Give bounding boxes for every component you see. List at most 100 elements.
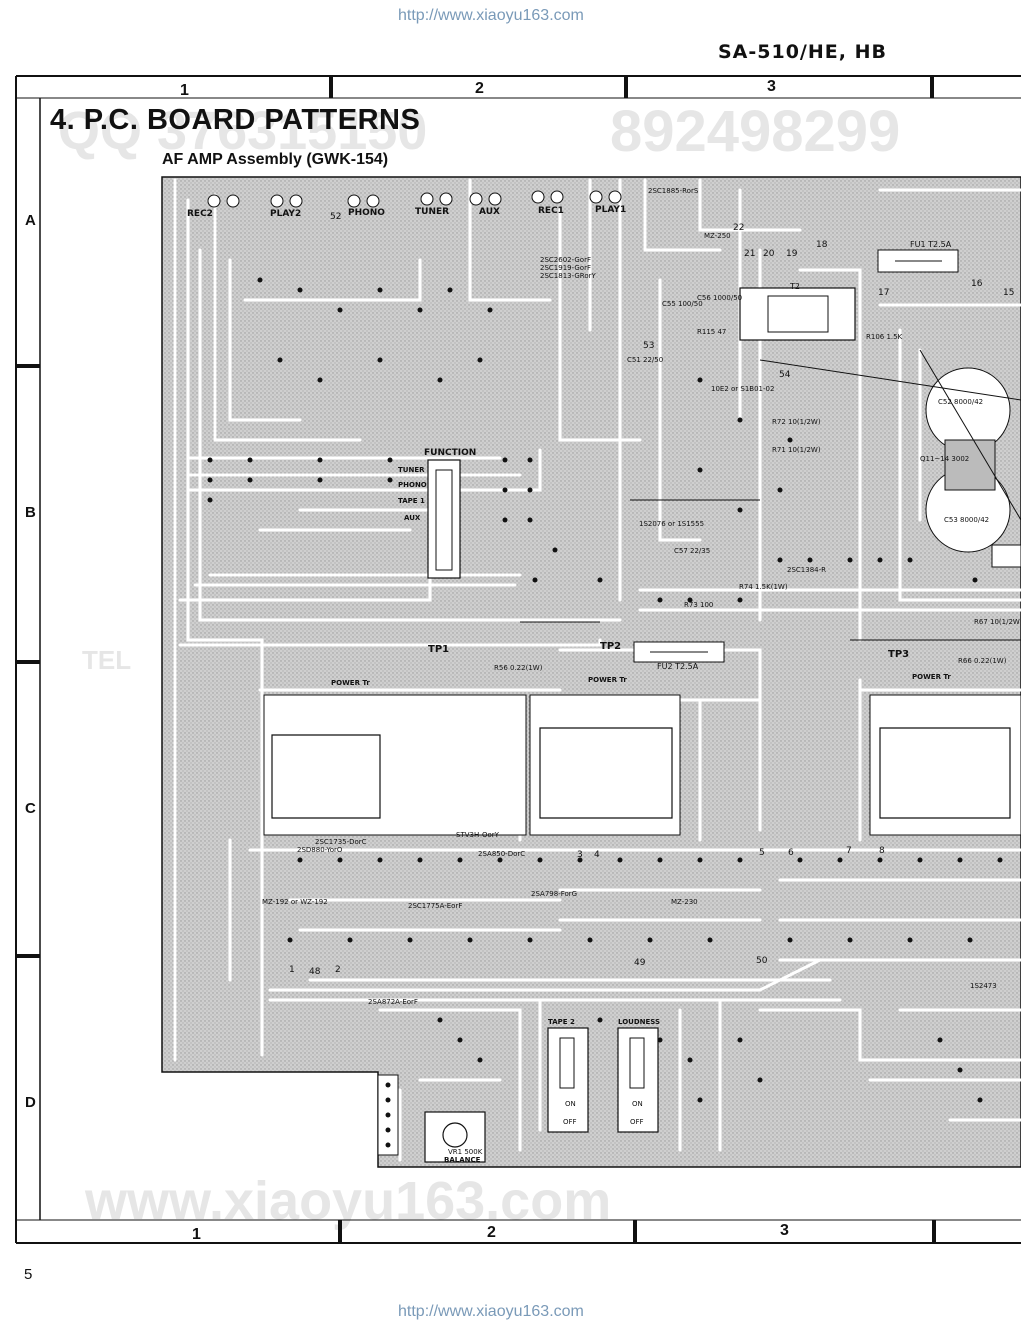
transistor-2sd880: 2SD880-YorO xyxy=(297,846,343,854)
test-point-tp3: TP3 xyxy=(888,649,910,660)
column-label-3: 3 xyxy=(767,78,776,95)
page-number: 5 xyxy=(24,1266,33,1283)
diode-10e2: 10E2 or S1B01-02 xyxy=(711,385,775,393)
diode-mz230: MZ-230 xyxy=(671,898,698,906)
terminal-1: 1 xyxy=(289,965,295,975)
cap-c56: C56 1000/50 xyxy=(697,294,743,302)
terminal-5: 5 xyxy=(759,848,765,858)
jack-label-phono: PHONO xyxy=(348,208,385,218)
watermark-phone: 892498299 xyxy=(610,99,901,164)
resistor-r71: R71 10(1/2W) xyxy=(772,446,821,454)
source-url-top[interactable]: http://www.xiaoyu163.com xyxy=(398,7,584,24)
row-label-d: D xyxy=(25,1094,36,1111)
terminal-16: 16 xyxy=(971,279,983,289)
jack-label-rec1: REC1 xyxy=(538,206,564,216)
terminal-54: 54 xyxy=(779,370,791,380)
switch-tape2-off: OFF xyxy=(563,1118,577,1126)
transistor-2sa850: 2SA850-DorC xyxy=(478,850,526,858)
jack-label-play1: PLAY1 xyxy=(595,205,627,215)
jack-label-tuner: TUNER xyxy=(415,207,450,217)
test-point-tp2: TP2 xyxy=(600,641,622,652)
function-pos-phono: PHONO xyxy=(398,481,427,489)
resistor-r115: R115 47 xyxy=(697,328,727,336)
terminal-2: 2 xyxy=(335,965,341,975)
diode-1s2473: 1S2473 xyxy=(970,982,997,990)
cap-c51: C51 22/50 xyxy=(627,356,664,364)
transistor-2sc2602: 2SC2602-GorF xyxy=(540,256,591,264)
terminal-49: 49 xyxy=(634,958,646,968)
cap-c53: C53 8000/42 xyxy=(944,516,990,524)
diode-1s2076: 1S2076 or 1S1555 xyxy=(639,520,705,528)
terminal-53: 53 xyxy=(643,341,655,351)
terminal-22: 22 xyxy=(733,223,745,233)
resistor-r106: R106 1.5K xyxy=(866,333,903,341)
transistor-2sc1885: 2SC1885-RorS xyxy=(648,187,699,195)
section-subtitle: AF AMP Assembly (GWK-154) xyxy=(162,151,389,168)
switch-loudness-label: LOUDNESS xyxy=(618,1018,661,1026)
column-label-2-bottom: 2 xyxy=(487,1224,496,1241)
power-tr-label-2: POWER Tr xyxy=(588,676,627,684)
diode-stv3h: STV3H-OorY xyxy=(456,831,499,839)
source-url-bottom[interactable]: http://www.xiaoyu163.com xyxy=(398,1303,584,1320)
jack-label-aux: AUX xyxy=(479,207,500,217)
terminal-18: 18 xyxy=(816,240,828,250)
transistor-2sa872a: 2SA872A-EorF xyxy=(368,998,418,1006)
test-point-tp1: TP1 xyxy=(428,644,450,655)
switch-loudness-on: ON xyxy=(632,1100,643,1108)
resistor-r72: R72 10(1/2W) xyxy=(772,418,821,426)
terminal-7: 7 xyxy=(846,846,852,856)
row-label-b: B xyxy=(25,504,36,521)
function-switch-title: FUNCTION xyxy=(424,448,477,458)
terminal-4: 4 xyxy=(594,850,600,860)
switch-tape2-on: ON xyxy=(565,1100,576,1108)
terminal-20: 20 xyxy=(763,249,775,259)
switch-tape2-label: TAPE 2 xyxy=(548,1018,575,1026)
balance-label: BALANCE xyxy=(444,1156,481,1164)
switch-loudness-off: OFF xyxy=(630,1118,644,1126)
terminal-50: 50 xyxy=(756,956,768,966)
diode-mz250: MZ-250 xyxy=(704,232,731,240)
terminal-48: 48 xyxy=(309,967,321,977)
transformer-label: T2 xyxy=(790,282,800,291)
diode-mz192: MZ-192 or WZ-192 xyxy=(262,898,328,906)
cap-c57: C57 22/35 xyxy=(674,547,711,555)
watermark-qq: QQ 376315150 xyxy=(58,101,428,161)
resistor-r56: R56 0.22(1W) xyxy=(494,664,543,672)
function-pos-tape1: TAPE 1 xyxy=(398,497,425,505)
ic-label: Q11~14 3002 xyxy=(920,455,970,463)
jack-label-rec2: REC2 xyxy=(187,209,213,219)
watermark-site: www.xiaoyu163.com xyxy=(85,1171,612,1231)
resistor-r73: R73 100 xyxy=(684,601,714,609)
column-label-1-bottom: 1 xyxy=(192,1226,201,1243)
section-title: 4. P.C. BOARD PATTERNS xyxy=(50,104,421,136)
terminal-19: 19 xyxy=(786,249,798,259)
terminal-15: 15 xyxy=(1003,288,1015,298)
cap-c52: C52 8000/42 xyxy=(938,398,984,406)
row-label-c: C xyxy=(25,800,36,817)
terminal-17: 17 xyxy=(878,288,890,298)
row-label-a: A xyxy=(25,212,36,229)
function-pos-tuner: TUNER xyxy=(398,466,425,474)
cap-c55: C55 100/50 xyxy=(662,300,703,308)
transistor-2sc1735: 2SC1735-DorC xyxy=(315,838,367,846)
resistor-r67: R67 10(1/2W) xyxy=(974,618,1021,626)
terminal-21: 21 xyxy=(744,249,756,259)
transistor-2sc1775a: 2SC1775A-EorF xyxy=(408,902,463,910)
model-number: SA-510/HE, HB xyxy=(718,41,887,63)
power-tr-label-3: POWER Tr xyxy=(912,673,951,681)
column-label-3-bottom: 3 xyxy=(780,1222,789,1239)
transistor-2sc1919: 2SC1919-GorF xyxy=(540,264,591,272)
resistor-r66: R66 0.22(1W) xyxy=(958,657,1007,665)
function-pos-aux: AUX xyxy=(404,514,421,522)
transistor-2sc1384: 2SC1384-R xyxy=(787,566,826,574)
terminal-8: 8 xyxy=(879,846,885,856)
power-tr-label-1: POWER Tr xyxy=(331,679,370,687)
jack-label-play2: PLAY2 xyxy=(270,209,302,219)
terminal-52: 52 xyxy=(330,212,342,222)
resistor-r74: R74 1.5K(1W) xyxy=(739,583,788,591)
terminal-3: 3 xyxy=(577,850,583,860)
watermark-tel: TEL xyxy=(82,645,132,675)
transistor-2sa798: 2SA798-ForG xyxy=(531,890,578,898)
